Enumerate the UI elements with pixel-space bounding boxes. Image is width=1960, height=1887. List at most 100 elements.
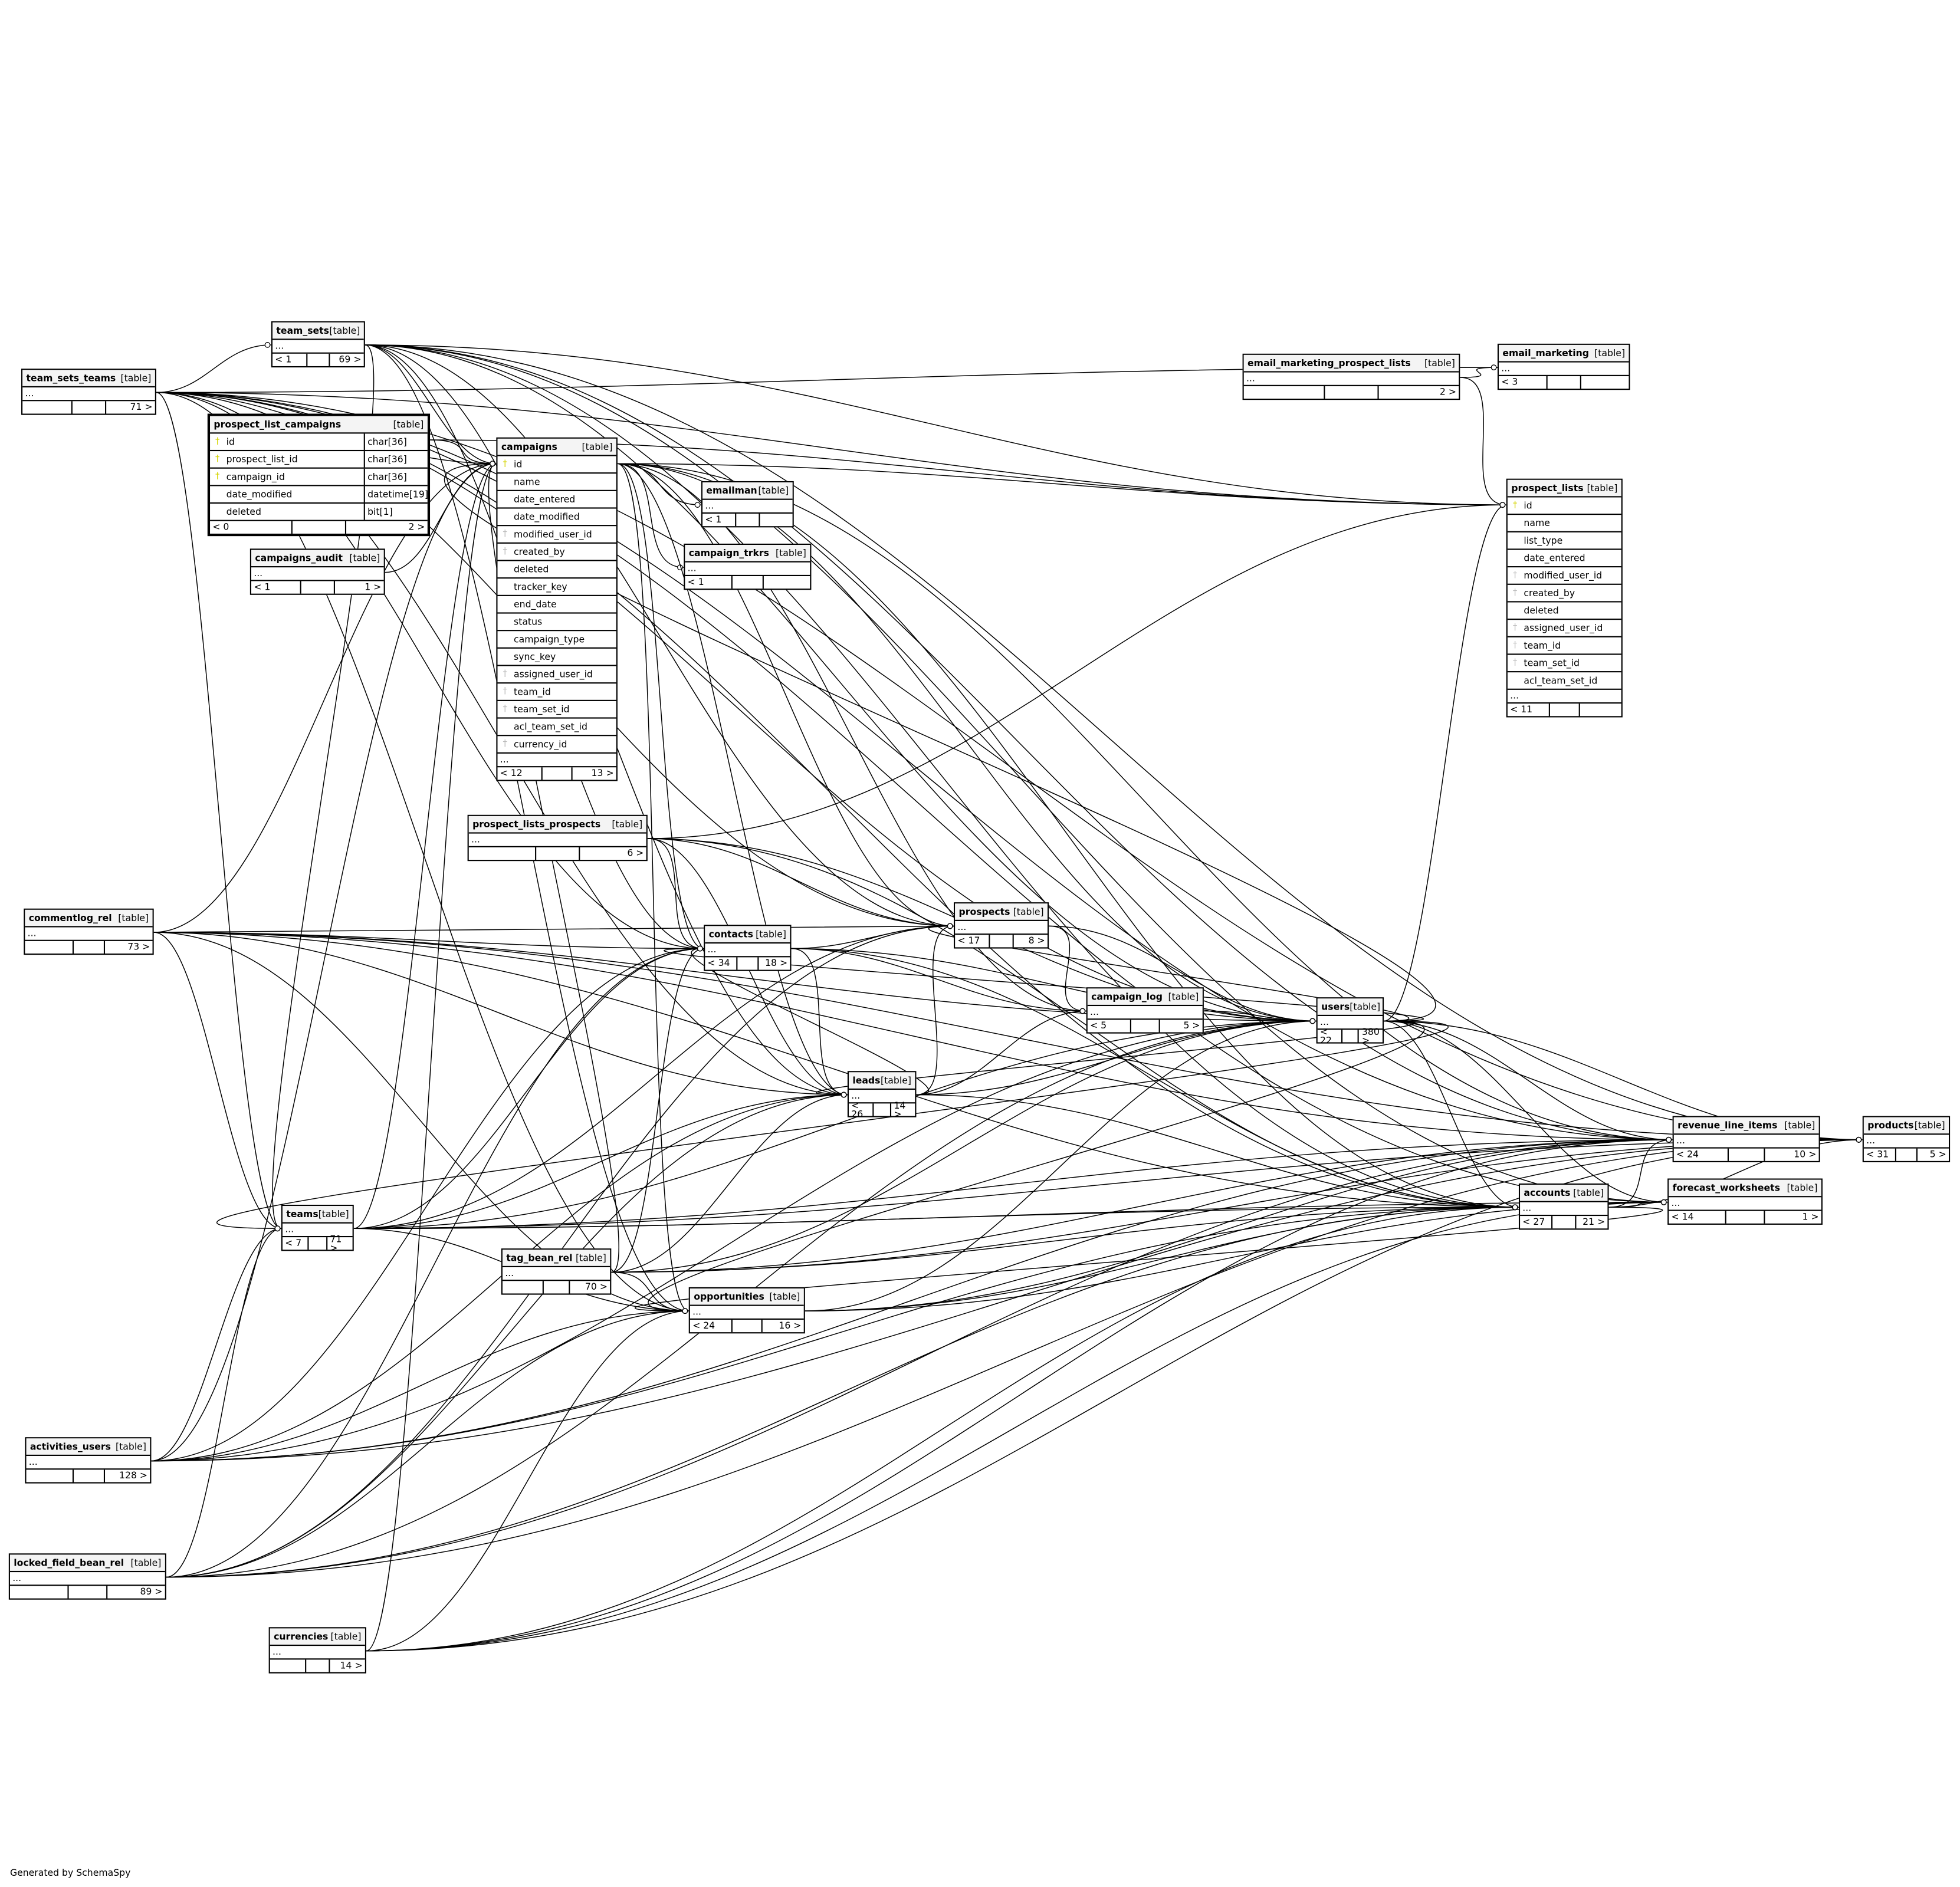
parents-count[interactable]: < 3 [1499, 376, 1548, 389]
children-count[interactable]: 70 > [585, 1281, 608, 1293]
parents-count[interactable]: < 11 [1508, 703, 1551, 716]
parents-count[interactable]: < 1 [702, 514, 737, 527]
table-commentlog-rel[interactable]: commentlog_rel[table]...73 > [24, 908, 154, 955]
children-count[interactable] [1581, 376, 1629, 389]
parents-count[interactable] [469, 847, 537, 860]
more-columns[interactable]: ... [1863, 1135, 1949, 1149]
more-columns[interactable]: ... [1669, 1197, 1821, 1211]
more-columns[interactable]: ... [849, 1090, 915, 1104]
children-count[interactable]: 1 > [1802, 1211, 1819, 1223]
children-count[interactable]: 5 > [1929, 1149, 1946, 1161]
parents-count[interactable]: < 17 [955, 935, 990, 948]
more-columns[interactable]: ... [282, 1224, 353, 1238]
more-columns[interactable]: ... [22, 387, 155, 402]
table-team-sets-teams[interactable]: team_sets_teams[table]...71 > [21, 369, 156, 415]
children-count[interactable] [764, 576, 810, 589]
children-count[interactable]: 2 > [1439, 386, 1456, 398]
children-count[interactable]: 71 > [330, 1232, 342, 1254]
table-email-marketing-prospect-lists[interactable]: email_marketing_prospect_lists[table]...… [1242, 353, 1460, 400]
children-count[interactable] [1580, 703, 1621, 716]
more-columns[interactable]: ... [502, 1267, 610, 1281]
children-count[interactable]: 89 > [140, 1586, 163, 1598]
parents-count[interactable]: < 24 [690, 1319, 733, 1333]
parents-count[interactable]: < 24 [1674, 1148, 1729, 1161]
parents-count[interactable]: < 1 [685, 576, 733, 589]
children-count[interactable]: 14 > [894, 1099, 906, 1120]
parents-count[interactable]: < 1 [273, 353, 307, 366]
parents-count[interactable]: < 31 [1864, 1148, 1896, 1161]
children-count[interactable]: 16 > [779, 1320, 802, 1332]
parents-count[interactable]: < 0 [210, 521, 293, 534]
table-currencies[interactable]: currencies[table]...14 > [268, 1627, 366, 1674]
parents-count[interactable] [503, 1281, 543, 1294]
children-count[interactable]: 2 > [408, 521, 425, 533]
more-columns[interactable]: ... [251, 567, 384, 581]
table-prospect-lists-prospects[interactable]: prospect_lists_prospects[table]...6 > [467, 814, 648, 862]
parents-count[interactable]: < 14 [1669, 1211, 1727, 1224]
parents-count[interactable] [270, 1659, 306, 1672]
children-count[interactable]: 1 > [365, 581, 382, 593]
more-columns[interactable]: ... [1499, 363, 1629, 376]
parents-count[interactable] [25, 941, 74, 954]
more-columns[interactable]: ... [685, 563, 810, 576]
parents-count[interactable] [22, 401, 73, 414]
table-locked-field-bean-rel[interactable]: locked_field_bean_rel[table]...89 > [8, 1553, 166, 1600]
more-columns[interactable]: ... [1673, 1135, 1819, 1149]
table-activities-users[interactable]: activities_users[table]...128 > [25, 1437, 152, 1484]
children-count[interactable]: 18 > [765, 958, 788, 969]
more-columns[interactable]: ... [270, 1646, 365, 1660]
more-columns[interactable]: ... [705, 944, 790, 958]
parents-count[interactable]: < 1 [251, 581, 302, 594]
children-count[interactable]: 69 > [339, 354, 362, 366]
more-columns[interactable]: ... [1243, 373, 1459, 386]
more-columns[interactable]: ... [955, 921, 1048, 935]
more-columns[interactable]: ... [273, 340, 364, 354]
parents-count[interactable] [1244, 386, 1326, 399]
table-campaign-trkrs[interactable]: campaign_trkrs[table]...< 1 [684, 543, 812, 590]
children-count[interactable]: 13 > [591, 767, 614, 779]
more-columns[interactable]: ... [26, 1456, 150, 1470]
more-columns[interactable]: ... [1520, 1202, 1608, 1217]
children-count[interactable] [760, 514, 792, 526]
more-columns[interactable]: ... [690, 1306, 804, 1320]
children-count[interactable]: 10 > [1794, 1149, 1817, 1161]
children-count[interactable]: 380 > [1361, 1025, 1380, 1046]
children-count[interactable]: 71 > [130, 401, 153, 413]
parents-count[interactable]: < 22 [1318, 1027, 1342, 1045]
parents-count[interactable] [27, 1470, 73, 1482]
children-count[interactable]: 14 > [340, 1660, 363, 1672]
more-columns[interactable]: ... [468, 834, 646, 847]
children-count[interactable]: 73 > [127, 941, 150, 953]
parents-count[interactable] [10, 1586, 69, 1599]
more-columns[interactable]: ... [702, 500, 793, 514]
more-columns[interactable]: ... [1087, 1006, 1203, 1020]
more-columns[interactable]: ... [9, 1572, 165, 1586]
parents-count[interactable]: < 27 [1520, 1216, 1554, 1229]
more-columns[interactable]: ... [1507, 690, 1621, 704]
parents-count[interactable]: < 12 [497, 767, 543, 780]
parents-count[interactable]: < 26 [849, 1100, 874, 1119]
children-count[interactable]: 8 > [1028, 935, 1045, 946]
more-columns[interactable]: ... [1317, 1016, 1383, 1030]
parents-count[interactable]: < 7 [283, 1237, 309, 1250]
children-count[interactable]: 21 > [1583, 1216, 1606, 1228]
children-count[interactable]: 6 > [627, 847, 644, 859]
more-columns[interactable]: ... [497, 754, 616, 768]
table-email-marketing[interactable]: email_marketing[table]...< 3 [1497, 343, 1630, 390]
children-count[interactable]: 5 > [1183, 1020, 1200, 1032]
table-tag-bean-rel[interactable]: tag_bean_rel[table]...70 > [501, 1248, 612, 1295]
